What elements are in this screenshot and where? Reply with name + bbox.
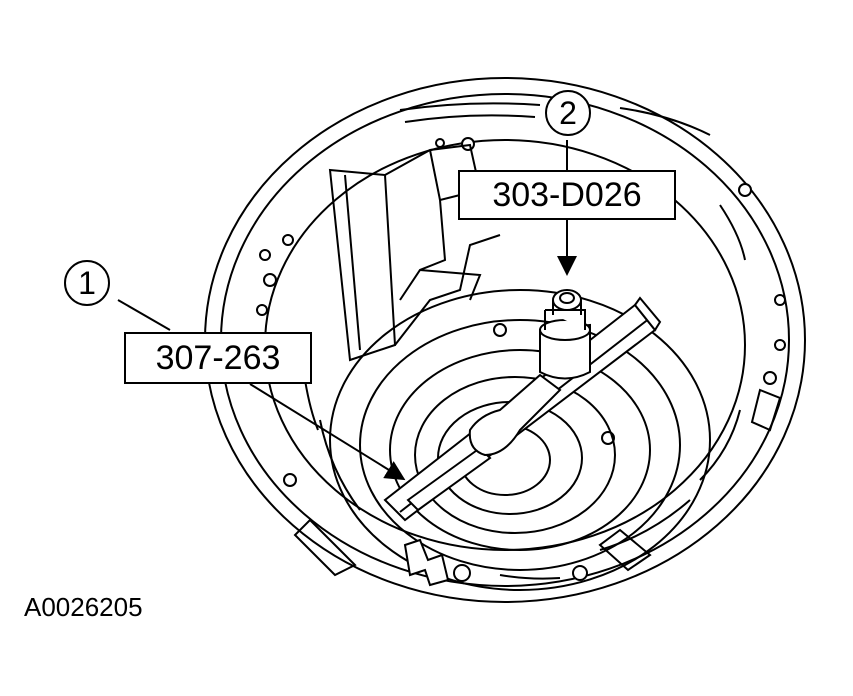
figure-id: A0026205 <box>24 592 143 622</box>
tool-label-303-D026: 303-D026 <box>458 170 676 220</box>
alignment-notch <box>403 538 450 587</box>
driver-tool-303-D026 <box>468 289 591 457</box>
pump-gear-rings <box>329 289 711 591</box>
callout-number-2: 2 <box>545 90 591 136</box>
tool-label-307-263: 307-263 <box>124 332 312 384</box>
housing-slots <box>293 102 782 580</box>
callout-number-1: 1 <box>64 260 110 306</box>
callout-leaders <box>117 140 577 481</box>
